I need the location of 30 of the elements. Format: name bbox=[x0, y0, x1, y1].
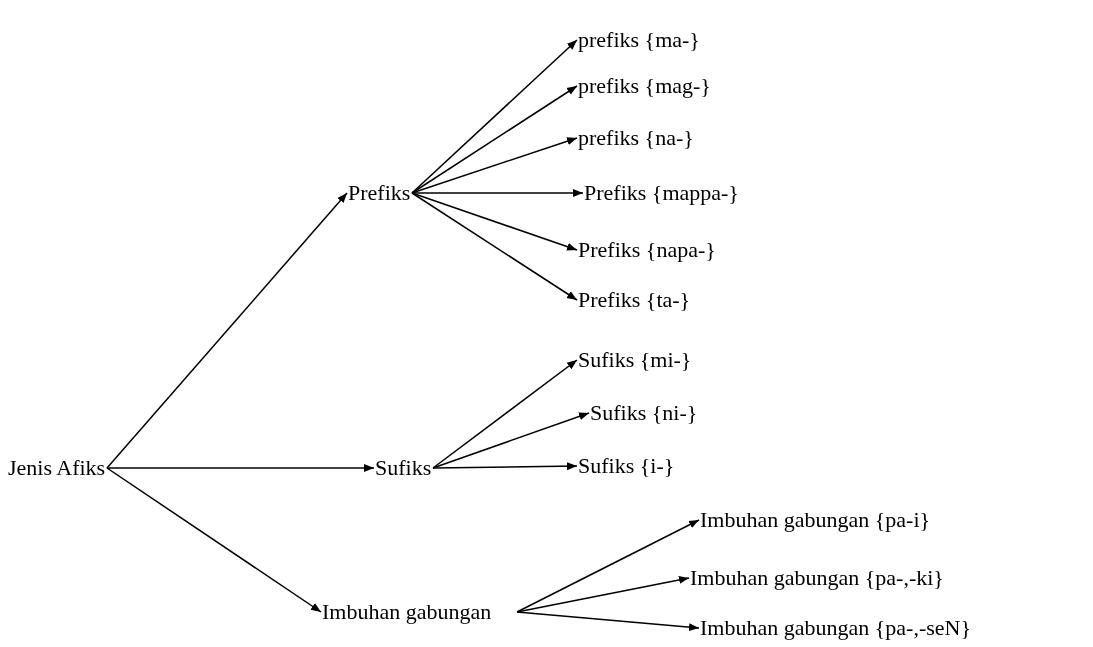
arrow bbox=[411, 192, 578, 251]
arrow bbox=[432, 359, 578, 469]
arrow bbox=[516, 519, 700, 613]
node-label: Imbuhan gabungan {pa-,-seN} bbox=[700, 615, 971, 641]
arrow bbox=[411, 137, 578, 194]
arrow bbox=[411, 189, 584, 197]
node-label: Sufiks {mi-} bbox=[578, 347, 692, 373]
node-label: Sufiks {ni-} bbox=[590, 400, 698, 426]
arrow bbox=[516, 611, 700, 632]
node-label: Sufiks bbox=[375, 455, 432, 481]
node-label: Prefiks {mappa-} bbox=[584, 180, 739, 206]
arrow bbox=[432, 462, 578, 471]
node-label: prefiks {mag-} bbox=[578, 73, 711, 99]
arrow bbox=[106, 464, 375, 472]
node-label: Prefiks bbox=[348, 180, 411, 206]
arrow bbox=[411, 192, 578, 301]
arrow bbox=[106, 467, 322, 613]
arrow bbox=[411, 85, 578, 194]
node-label: Prefiks {ta-} bbox=[578, 287, 691, 313]
node-label: Imbuhan gabungan {pa-i} bbox=[700, 507, 931, 533]
arrow bbox=[411, 39, 578, 194]
arrow bbox=[432, 412, 590, 469]
arrow bbox=[106, 192, 348, 469]
node-label: prefiks {na-} bbox=[578, 125, 694, 151]
node-label: Jenis Afiks bbox=[8, 455, 106, 481]
node-label: prefiks {ma-} bbox=[578, 27, 700, 53]
node-label: Sufiks {i-} bbox=[578, 453, 675, 479]
node-label: Imbuhan gabungan bbox=[322, 599, 492, 625]
node-label: Imbuhan gabungan {pa-,-ki} bbox=[690, 565, 944, 591]
node-label: Prefiks {napa-} bbox=[578, 237, 716, 263]
